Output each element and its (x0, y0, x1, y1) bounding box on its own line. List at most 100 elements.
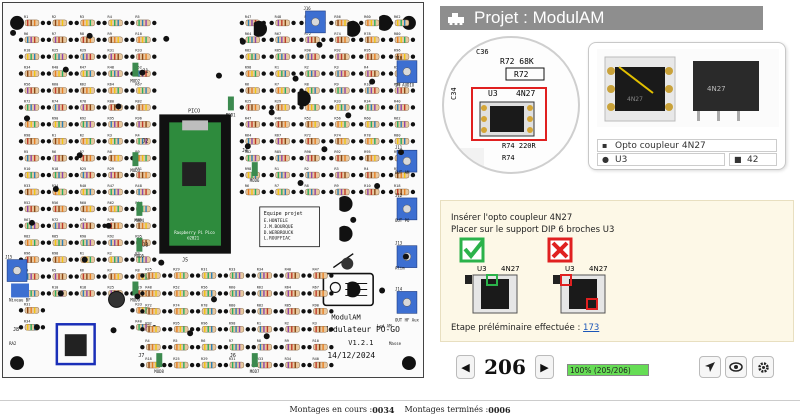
resistor: R31 (102, 49, 129, 60)
resistor-label: R98 (229, 321, 235, 325)
terminal-label: J12 (395, 193, 403, 198)
resistor: R72 (140, 303, 167, 315)
pad (292, 75, 299, 82)
step-navigation: ◀ 206 ▶ (456, 355, 554, 379)
resistor: R98 (46, 252, 73, 263)
instruction-line-1: Insérer l'opto coupleur 4N27 (451, 213, 573, 223)
resistor-label: R78 (201, 303, 207, 307)
resistor: R82 (239, 49, 266, 60)
zoom-label: R74 (502, 154, 515, 162)
connector-label: J8 (13, 327, 19, 333)
check-box-icon (459, 237, 485, 263)
pad (263, 333, 270, 340)
resistor-label: R34 (52, 184, 58, 188)
resistor: R3 (130, 252, 157, 263)
u3-highlight-box (55, 323, 96, 366)
side-label: OUT HF Aux (395, 317, 420, 322)
project-title: Projet : ModulAM (474, 8, 605, 27)
resistor: R10 (359, 184, 386, 196)
resistor: R67 (269, 32, 296, 43)
resistor: R2 (299, 167, 326, 179)
resistor-label: R5 (394, 66, 398, 70)
resistor-label: R10 (364, 184, 370, 188)
zoom-bg (444, 148, 484, 172)
resistor-label: R6 (24, 32, 28, 36)
resistor-label: R47 (245, 116, 251, 120)
pico-year: ©2021 (187, 236, 200, 241)
resistor: R4 (359, 66, 386, 77)
connector-label: J3 (142, 243, 148, 249)
next-step-button[interactable]: ▶ (535, 355, 554, 379)
side-label: OUT AM (395, 170, 410, 175)
resistor-label: R52 (305, 116, 311, 120)
resistor: R33 (130, 49, 157, 60)
resistor: R96 (18, 252, 46, 263)
resistor: R9 (279, 339, 306, 351)
navigation-tool-button[interactable] (699, 356, 721, 378)
transistor (347, 281, 361, 298)
resistor: R1 (269, 167, 296, 179)
pcb-board[interactable]: PICO Raspberry Pi Pico ©2021 Equipe proj… (2, 2, 424, 378)
resistor-label: R67 (312, 285, 318, 289)
navigation-arrow-icon (705, 362, 715, 372)
resistor: R33 (329, 99, 356, 111)
prelim-step-label: Etape préléminaire effectuée : (451, 323, 584, 333)
resistor: R25 (74, 167, 101, 179)
masse-label: Masse (389, 341, 402, 346)
resistor-label: R34 (24, 66, 30, 70)
resistor: R80 (388, 133, 416, 145)
bad-example: U3 4N27 (547, 237, 608, 314)
resistor-label: R1 (257, 321, 261, 325)
team-member: E.HONTELE (264, 218, 289, 224)
module-connector: MOD5 (134, 237, 145, 259)
pad (316, 41, 323, 48)
resistor-label: R6 (80, 269, 84, 273)
resistor-label: R67 (275, 32, 281, 36)
pico-label: PICO (188, 108, 200, 114)
resistor: R5 (168, 339, 195, 351)
team-title: Equipe projet (264, 211, 303, 217)
side-label: Alim (395, 266, 405, 271)
resistor: R80 (102, 99, 129, 111)
resistor: R9 (102, 32, 129, 43)
prelim-step-link[interactable]: 173 (583, 323, 600, 333)
resistor-label: R95 (108, 116, 114, 120)
mount-hole (10, 356, 25, 371)
resistor-label: R85 (275, 49, 281, 53)
pad (57, 290, 64, 297)
resistor-label: R74 (80, 218, 86, 222)
resistor: R29 (168, 268, 195, 279)
resistor-label: R52 (173, 285, 179, 289)
potentiometer (11, 283, 29, 298)
transistor (339, 225, 353, 242)
resistor: R7 (223, 339, 251, 351)
resistor-label: R5 (173, 339, 177, 343)
terminal-block: J15 (5, 255, 28, 282)
resistor: R3 (102, 133, 129, 145)
resistor: R7 (74, 150, 101, 162)
resistor-label: R78 (80, 99, 86, 103)
resistor: R48 (269, 116, 296, 128)
resistor-label: R8 (257, 339, 261, 343)
in-progress-count: 0034 (372, 404, 395, 415)
prev-step-button[interactable]: ◀ (456, 355, 475, 379)
good-ref-label: 4N27 (501, 265, 520, 273)
view-tool-button[interactable] (725, 356, 747, 378)
resistor-label: R78 (364, 133, 370, 137)
resistor: R62 (251, 285, 278, 297)
resistor-label: R9 (334, 83, 338, 87)
resistor: R95 (359, 150, 386, 162)
team-member: L.ROUFFIAC (264, 236, 291, 242)
connector-label: J5 (182, 258, 188, 264)
resistor: R80 (388, 32, 416, 43)
resistor: R74 (329, 133, 356, 145)
pad (244, 143, 251, 150)
resistor-label: R10 (135, 32, 141, 36)
resistor-label: R78 (108, 218, 114, 222)
resistor-label: R34 (257, 268, 263, 272)
settings-tool-button[interactable] (752, 356, 774, 378)
resistor-label: R4 (364, 66, 368, 70)
resistor-label: R29 (275, 99, 281, 103)
resistor: R1 (251, 321, 278, 333)
